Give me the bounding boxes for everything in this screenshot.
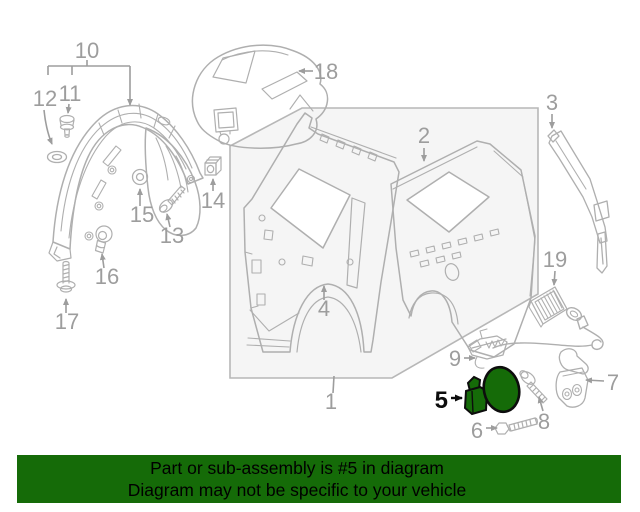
screw-17-drawing — [56, 260, 76, 293]
callout-1: 1 — [325, 375, 337, 414]
callout-17-label: 17 — [55, 309, 79, 334]
fuel-door-oval — [482, 365, 521, 414]
clip-16-drawing — [94, 225, 113, 254]
bolt-6-drawing — [494, 417, 538, 435]
callout-4-label: 4 — [318, 296, 330, 321]
callout-2: 2 — [418, 123, 430, 162]
callout-11: 11 — [59, 81, 82, 114]
highlight-banner: Part or sub-assembly is #5 in diagram Di… — [17, 455, 621, 503]
callout-12: 12 — [33, 86, 57, 145]
callout-7: 7 — [585, 370, 619, 395]
callout-16-label: 16 — [95, 264, 119, 289]
fuel-filler-door-highlighted — [463, 365, 521, 416]
callout-9-label: 9 — [449, 346, 461, 371]
callout-12-label: 12 — [33, 86, 57, 111]
callout-17: 17 — [55, 298, 79, 334]
pillar-stiffener-drawing — [547, 129, 610, 274]
screw-13-drawing — [158, 185, 186, 213]
callout-3-label: 3 — [546, 90, 558, 115]
inner-quarter-panel-drawing — [243, 112, 400, 353]
release-cable-drawing — [492, 306, 604, 351]
callout-10: 10 — [47, 38, 133, 106]
callout-5-highlighted: 5 — [435, 387, 463, 414]
outer-quarter-panel-drawing — [390, 140, 536, 358]
callout-14: 14 — [201, 178, 225, 213]
callout-13-label: 13 — [160, 223, 184, 248]
bolt-8-drawing — [519, 370, 548, 404]
callout-14-label: 14 — [201, 188, 225, 213]
callout-9: 9 — [449, 346, 476, 371]
callout-3: 3 — [546, 90, 558, 129]
callout-5-label: 5 — [435, 387, 448, 414]
callouts-layer: 1 2 3 4 5 6 7 8 — [33, 38, 619, 443]
clip-14-drawing — [204, 156, 222, 176]
callout-19: 19 — [543, 247, 567, 286]
push-pin-drawing — [59, 114, 75, 138]
wheel-arch-liner-drawing — [48, 103, 204, 262]
callout-19-label: 19 — [543, 247, 567, 272]
callout-8-label: 8 — [538, 409, 550, 434]
callout-10-label: 10 — [75, 38, 99, 63]
fuel-door-hinge-box — [463, 385, 489, 416]
fuel-door-latch-drawing — [467, 328, 508, 369]
callout-15: 15 — [130, 188, 154, 227]
callout-4: 4 — [318, 285, 330, 321]
grommet-ring-drawing — [131, 168, 149, 186]
callout-7-label: 7 — [607, 370, 619, 395]
callout-15-label: 15 — [130, 202, 154, 227]
callout-18: 18 — [298, 59, 338, 84]
callout-6: 6 — [471, 418, 498, 443]
callout-6-label: 6 — [471, 418, 483, 443]
callout-11-label: 11 — [59, 81, 82, 106]
grommet-washer-drawing — [46, 150, 68, 164]
bracket-7-drawing — [555, 348, 589, 408]
trim-panel-18-drawing — [191, 44, 329, 149]
callout-1-label: 1 — [325, 389, 337, 414]
callout-18-label: 18 — [314, 59, 338, 84]
callout-16: 16 — [95, 253, 119, 289]
banner-line-2: Diagram may not be specific to your vehi… — [127, 480, 467, 500]
callout-13: 13 — [160, 213, 184, 248]
banner-line-1: Part or sub-assembly is #5 in diagram — [150, 458, 444, 478]
callout-2-label: 2 — [418, 123, 430, 148]
callout-8: 8 — [537, 396, 550, 434]
